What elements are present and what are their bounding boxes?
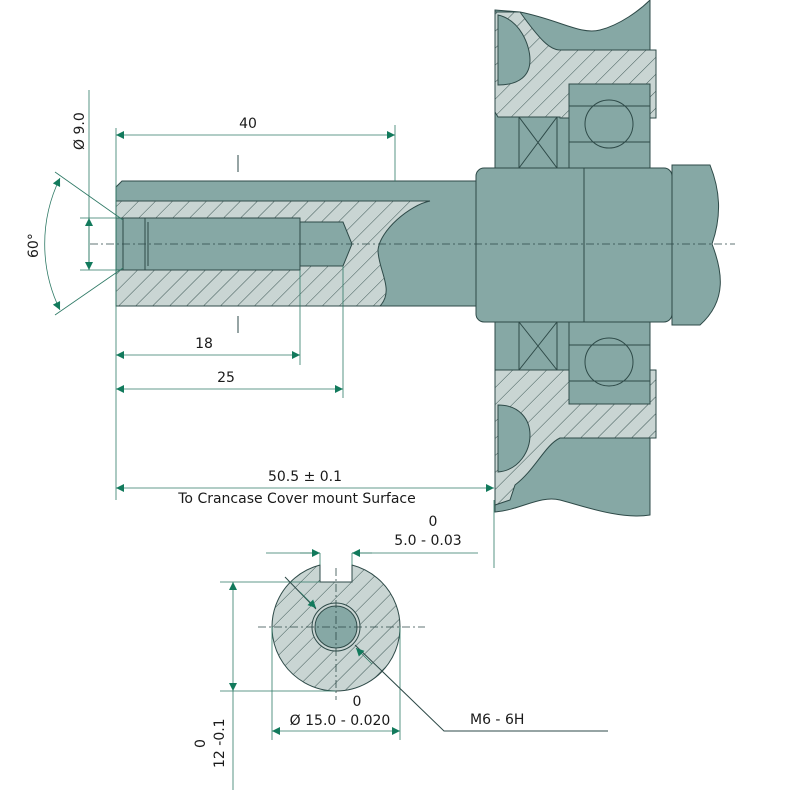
dim-dia15: Ø 15.0 - 0.020 [290, 713, 391, 729]
dim-angle: 60° [26, 233, 42, 258]
ball-bearing [568, 83, 651, 405]
dim-50-note: To Crancase Cover mount Surface [177, 491, 415, 507]
dim-key-width: 5.0 - 0.03 [394, 533, 461, 549]
dim-40: 40 [239, 116, 257, 132]
dim-18: 18 [195, 336, 213, 352]
oil-seal [518, 116, 558, 371]
crankshaft-side-view [115, 164, 721, 326]
dim-25: 25 [217, 370, 235, 386]
dim-50: 50.5 ± 0.1 [268, 469, 342, 485]
dim-key-upper: 0 [429, 514, 438, 530]
thread-label: M6 - 6H [470, 712, 524, 728]
dim-12: 12 -0.1 [212, 718, 228, 768]
dimension-lines [44, 90, 495, 568]
shaft-cross-section [220, 549, 608, 790]
dim-12-upper: 0 [193, 739, 209, 748]
dim-dia15-upper: 0 [353, 694, 362, 710]
dim-dia9: Ø 9.0 [72, 112, 88, 150]
